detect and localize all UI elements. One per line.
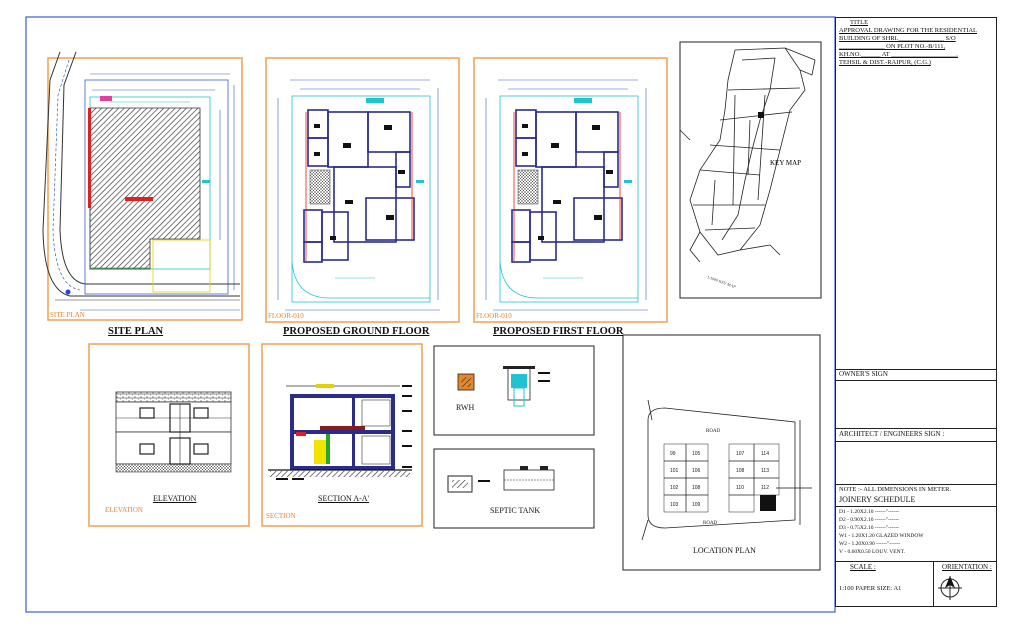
road-label-bottom: ROAD	[703, 521, 718, 526]
ground-floor-tag: FLOOR-010	[268, 312, 304, 320]
first-floor-tag: FLOOR-010	[476, 312, 512, 320]
plot-number: 114	[761, 451, 769, 457]
plot-number: 108	[736, 468, 745, 474]
joinery-item: D2 - 0.90X2.10 ------"------	[839, 517, 900, 523]
location-plot-labels: 99 105 101 106 102 108 103 109 107 114 108 113 110 11…	[670, 451, 769, 508]
scale-label: SCALE :	[850, 563, 876, 571]
septic-tank-title: SEPTIC TANK	[490, 506, 541, 515]
plot-number: 105	[692, 451, 701, 457]
site-plan-drawing	[42, 51, 243, 321]
title-line-5: TEHSIL & DIST.-RAIPUR, (C.G.)	[839, 59, 931, 66]
elevation-panel	[88, 343, 250, 527]
location-plan-drawing	[622, 334, 821, 571]
rwh-drawing	[433, 345, 595, 436]
orientation-label: ORIENTATION :	[942, 563, 992, 571]
elevation-tag: ELEVATION	[105, 506, 143, 514]
site-plan-title: SITE PLAN	[108, 326, 164, 337]
key-map-drawing: 1:1000 KEY MAP	[679, 41, 822, 299]
plot-number: 106	[692, 468, 701, 474]
title-line-4: KH.NO.______ AT ____________________,	[839, 51, 958, 58]
plot-number: 110	[736, 485, 744, 491]
svg-text:1:1000 KEY MAP: 1:1000 KEY MAP	[707, 274, 737, 289]
joinery-title: JOINERY SCHEDULE	[839, 495, 916, 504]
plot-number: 112	[761, 485, 769, 491]
north-arrow-icon	[938, 576, 962, 600]
plot-number: 102	[670, 485, 679, 491]
title-line-1: APPROVAL DRAWING FOR THE RESIDENTIAL	[839, 27, 978, 34]
rwh-panel	[433, 345, 595, 436]
plot-number: 103	[670, 502, 679, 508]
first-floor-panel	[473, 57, 668, 323]
section-drawing	[261, 343, 423, 527]
joinery-item: W1 - 1.20X1.20 GLAZED WINDOW	[839, 533, 924, 539]
septic-tank-panel	[433, 448, 595, 529]
plot-number: 108	[692, 485, 701, 491]
joinery-item: D1 - 1.20X2.10 ------"------	[839, 509, 900, 515]
ground-floor-title: PROPOSED GROUND FLOOR	[283, 326, 430, 337]
dimensions-note: NOTE :- ALL DIMENSIONS IN METER.	[839, 486, 952, 493]
septic-tank-drawing	[433, 448, 595, 529]
first-floor-drawing	[473, 57, 668, 323]
ground-floor-panel	[265, 57, 460, 323]
architect-sign-label: ARCHITECT / ENGINEERS SIGN :	[839, 430, 945, 438]
road-label-top: ROAD	[706, 429, 721, 434]
rwh-title: RWH	[456, 403, 475, 412]
site-plan-panel	[47, 57, 243, 321]
elevation-title: ELEVATION	[153, 494, 197, 503]
title-block: TITLE APPROVAL DRAWING FOR THE RESIDENTI…	[835, 17, 997, 607]
building-footprint	[89, 107, 201, 270]
site-plan-tag: SITE PLAN	[50, 311, 85, 319]
first-floor-title: PROPOSED FIRST FLOOR	[493, 326, 624, 337]
plot-number: 101	[670, 468, 679, 474]
title-line-2: BUILDING OF SHRI.______________ S/O	[839, 35, 956, 42]
plot-number: 113	[761, 468, 769, 474]
owner-sign-label: OWNER'S SIGN	[839, 370, 888, 378]
section-panel	[261, 343, 423, 527]
section-tag: SECTION	[266, 512, 296, 520]
key-map-panel	[679, 41, 822, 299]
section-title: SECTION A-A'	[318, 494, 369, 503]
joinery-item: W2 - 1.20X0.90 ------"------	[839, 541, 901, 547]
joinery-item: D3 - 0.75X2.10 ------"------	[839, 525, 900, 531]
elevation-drawing	[88, 343, 250, 527]
scale-value: 1:100 PAPER SIZE: A1	[839, 585, 902, 592]
title-line-3: ______________ ON PLOT NO.-B/111,	[839, 43, 946, 50]
plot-number: 109	[692, 502, 701, 508]
title-block-heading: TITLE	[850, 19, 869, 26]
plot-number: 107	[736, 451, 745, 457]
key-map-title: KEY MAP	[770, 159, 802, 167]
plot-number: 99	[670, 451, 676, 457]
ground-floor-drawing	[265, 57, 460, 323]
location-plan-panel	[622, 334, 821, 571]
location-plan-title: LOCATION PLAN	[693, 546, 756, 555]
joinery-item: V - 0.60X0.50 LOUV. VENT.	[839, 549, 905, 555]
